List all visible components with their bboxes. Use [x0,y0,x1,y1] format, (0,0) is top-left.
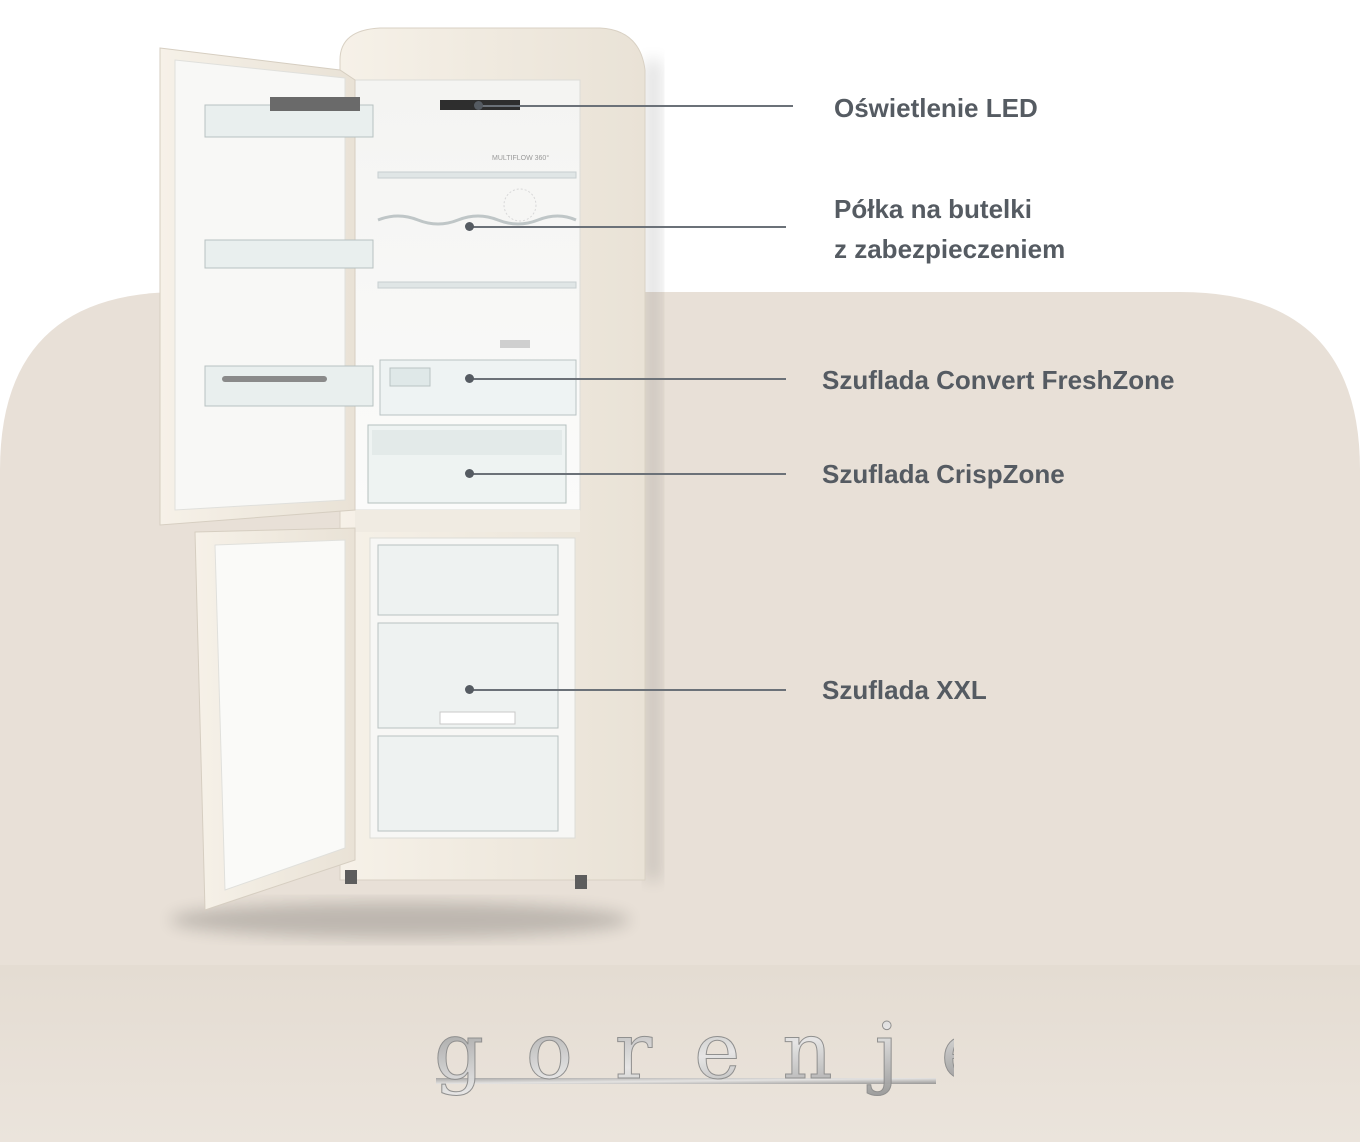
airflow-badge-text: MULTIFLOW 360° [492,154,549,162]
leader-line-xxl [470,689,786,691]
callout-label-xxl-line1: Szuflada XXL [822,675,987,705]
callout-dot-convert-freshzone [465,374,474,383]
leader-line-bottle-shelf [470,226,786,228]
fridge-body: MULTIFLOW 360° [339,27,646,889]
callout-dot-bottle-shelf [465,222,474,231]
callout-label-crispzone: Szuflada CrispZone [822,454,1065,494]
callout-label-led: Oświetlenie LED [834,88,1038,128]
logo-wordmark: gorenje [434,1012,954,1097]
callout-label-bottle-shelf-line2: z zabezpieczeniem [834,234,1066,264]
upper-door [159,47,374,526]
gorenje-logo: gorenje [434,1012,954,1098]
callout-label-bottle-shelf: Półka na butelki z zabezpieczeniem [834,189,1065,269]
floor [0,965,1360,1142]
callout-label-xxl: Szuflada XXL [822,670,987,710]
callout-label-convert-freshzone: Szuflada Convert FreshZone [822,360,1175,400]
leader-line-convert-freshzone [470,378,786,380]
leader-line-crispzone [470,473,786,475]
callout-label-bottle-shelf-line1: Półka na butelki [834,194,1032,224]
callout-label-crispzone-line1: Szuflada CrispZone [822,459,1065,489]
brand-logo-graphic [436,1078,936,1084]
callout-label-led-line1: Oświetlenie LED [834,93,1038,123]
lower-door [194,527,356,911]
leader-line-led [478,105,793,107]
callout-dot-crispzone [465,469,474,478]
callout-label-convert-freshzone-line1: Szuflada Convert FreshZone [822,365,1175,395]
callout-dot-led [474,101,483,110]
callout-dot-xxl [465,685,474,694]
